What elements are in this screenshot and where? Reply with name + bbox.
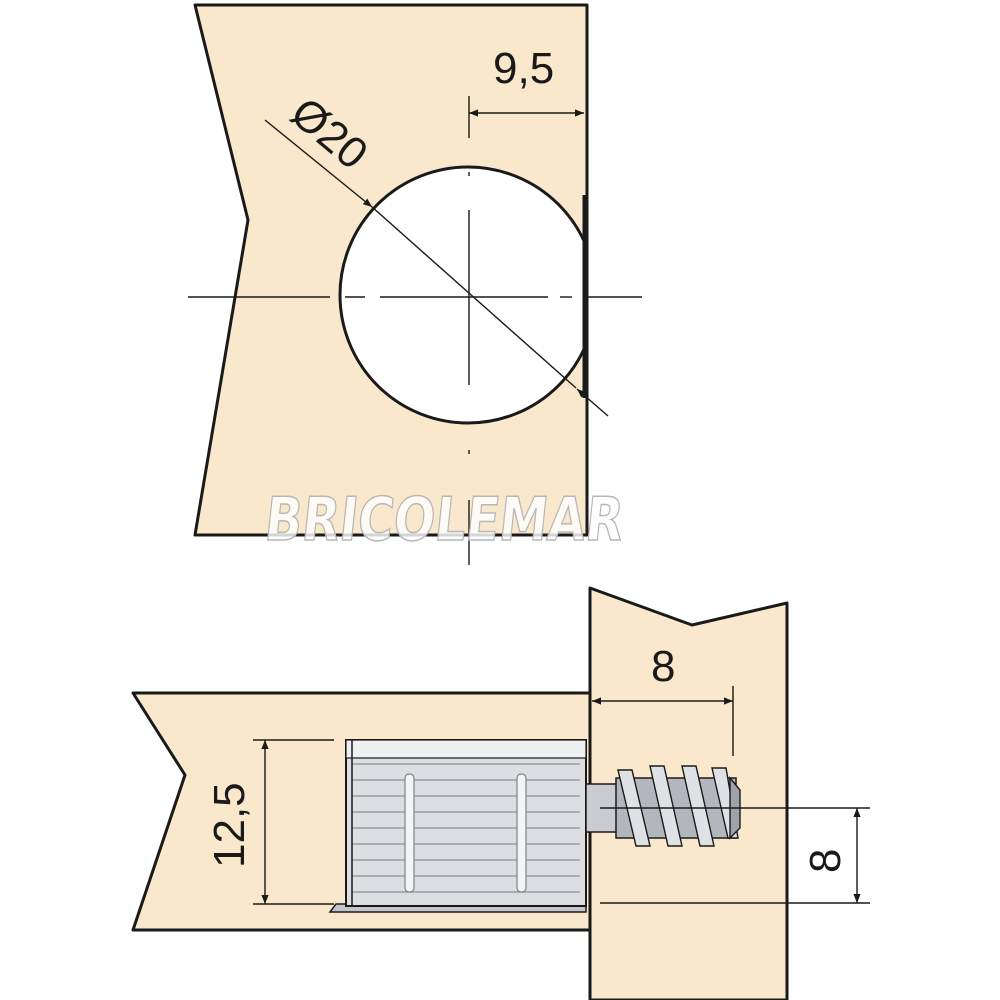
screw-depth-dimension: 8 bbox=[592, 642, 734, 756]
top-view: Ø20 9,5 bbox=[188, 3, 642, 565]
bore-hole bbox=[338, 165, 584, 425]
side-view: 8 12,5 8 bbox=[131, 586, 870, 1000]
center-lines bbox=[188, 172, 642, 565]
watermark: BRICOLEMAR bbox=[261, 484, 628, 555]
screw-offset-label: 8 bbox=[801, 849, 850, 873]
watermark-text: BRICOLEMAR bbox=[262, 485, 627, 555]
screw-depth-label: 8 bbox=[651, 642, 675, 691]
body-height-label: 12,5 bbox=[205, 782, 254, 868]
connector-sleeve bbox=[328, 739, 587, 913]
offset-label: 9,5 bbox=[493, 44, 554, 93]
screw-offset-dimension: 8 bbox=[600, 807, 870, 904]
offset-dimension: 9,5 bbox=[468, 44, 584, 138]
body-height-dimension: 12,5 bbox=[205, 739, 334, 905]
